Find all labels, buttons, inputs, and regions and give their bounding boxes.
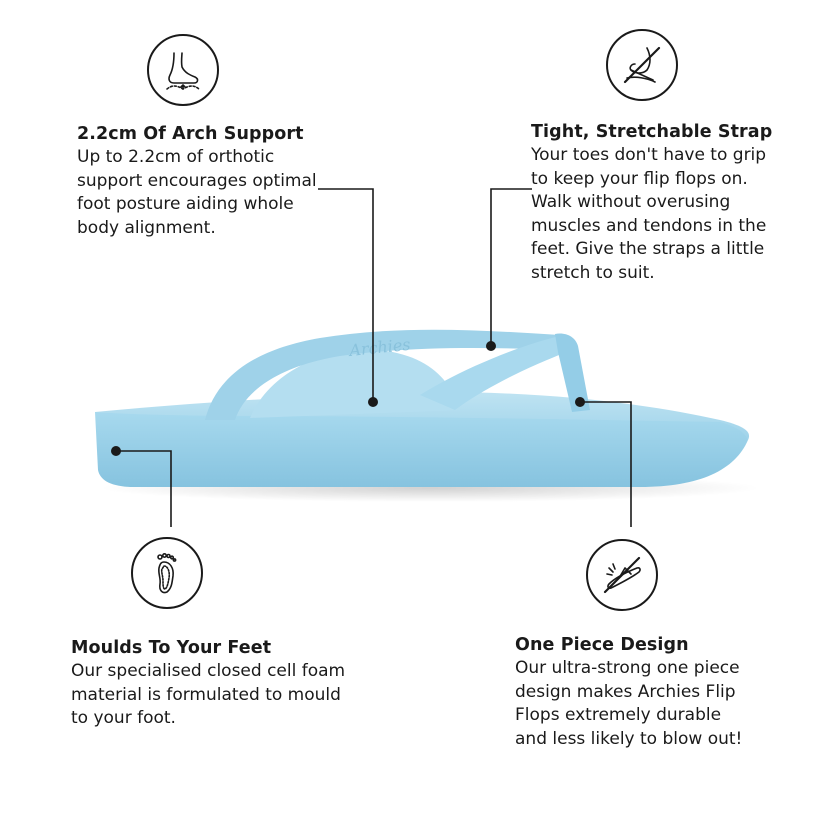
callout-dot-arch: [368, 397, 378, 407]
no-toe-grip-icon: [606, 29, 678, 101]
feature-moulds: Moulds To Your Feet Our specialised clos…: [71, 636, 361, 731]
callout-dot-strap: [486, 341, 496, 351]
feature-strap: Tight, Stretchable Strap Your toes don't…: [531, 120, 779, 285]
feature-title: 2.2cm Of Arch Support: [77, 124, 304, 144]
feature-body: Your toes don't have to grip to keep you…: [531, 145, 767, 283]
feature-one-piece: One Piece Design Our ultra-strong one pi…: [515, 633, 747, 751]
callout-dot-sole: [111, 446, 121, 456]
foot-arch-icon: [147, 34, 219, 106]
feature-title: Moulds To Your Feet: [71, 638, 272, 658]
feature-body: Our specialised closed cell foam materia…: [71, 661, 346, 728]
feature-body: Up to 2.2cm of orthotic support encourag…: [77, 147, 317, 238]
feature-arch-support: 2.2cm Of Arch Support Up to 2.2cm of ort…: [77, 122, 317, 240]
feature-body: Our ultra-strong one piece design makes …: [515, 658, 743, 749]
callout-dot-post: [575, 397, 585, 407]
feature-title: Tight, Stretchable Strap: [531, 122, 773, 142]
no-snapped-sandal-icon: [586, 539, 658, 611]
footprint-icon: [131, 537, 203, 609]
feature-title: One Piece Design: [515, 635, 689, 655]
callout-lines: [116, 188, 632, 527]
